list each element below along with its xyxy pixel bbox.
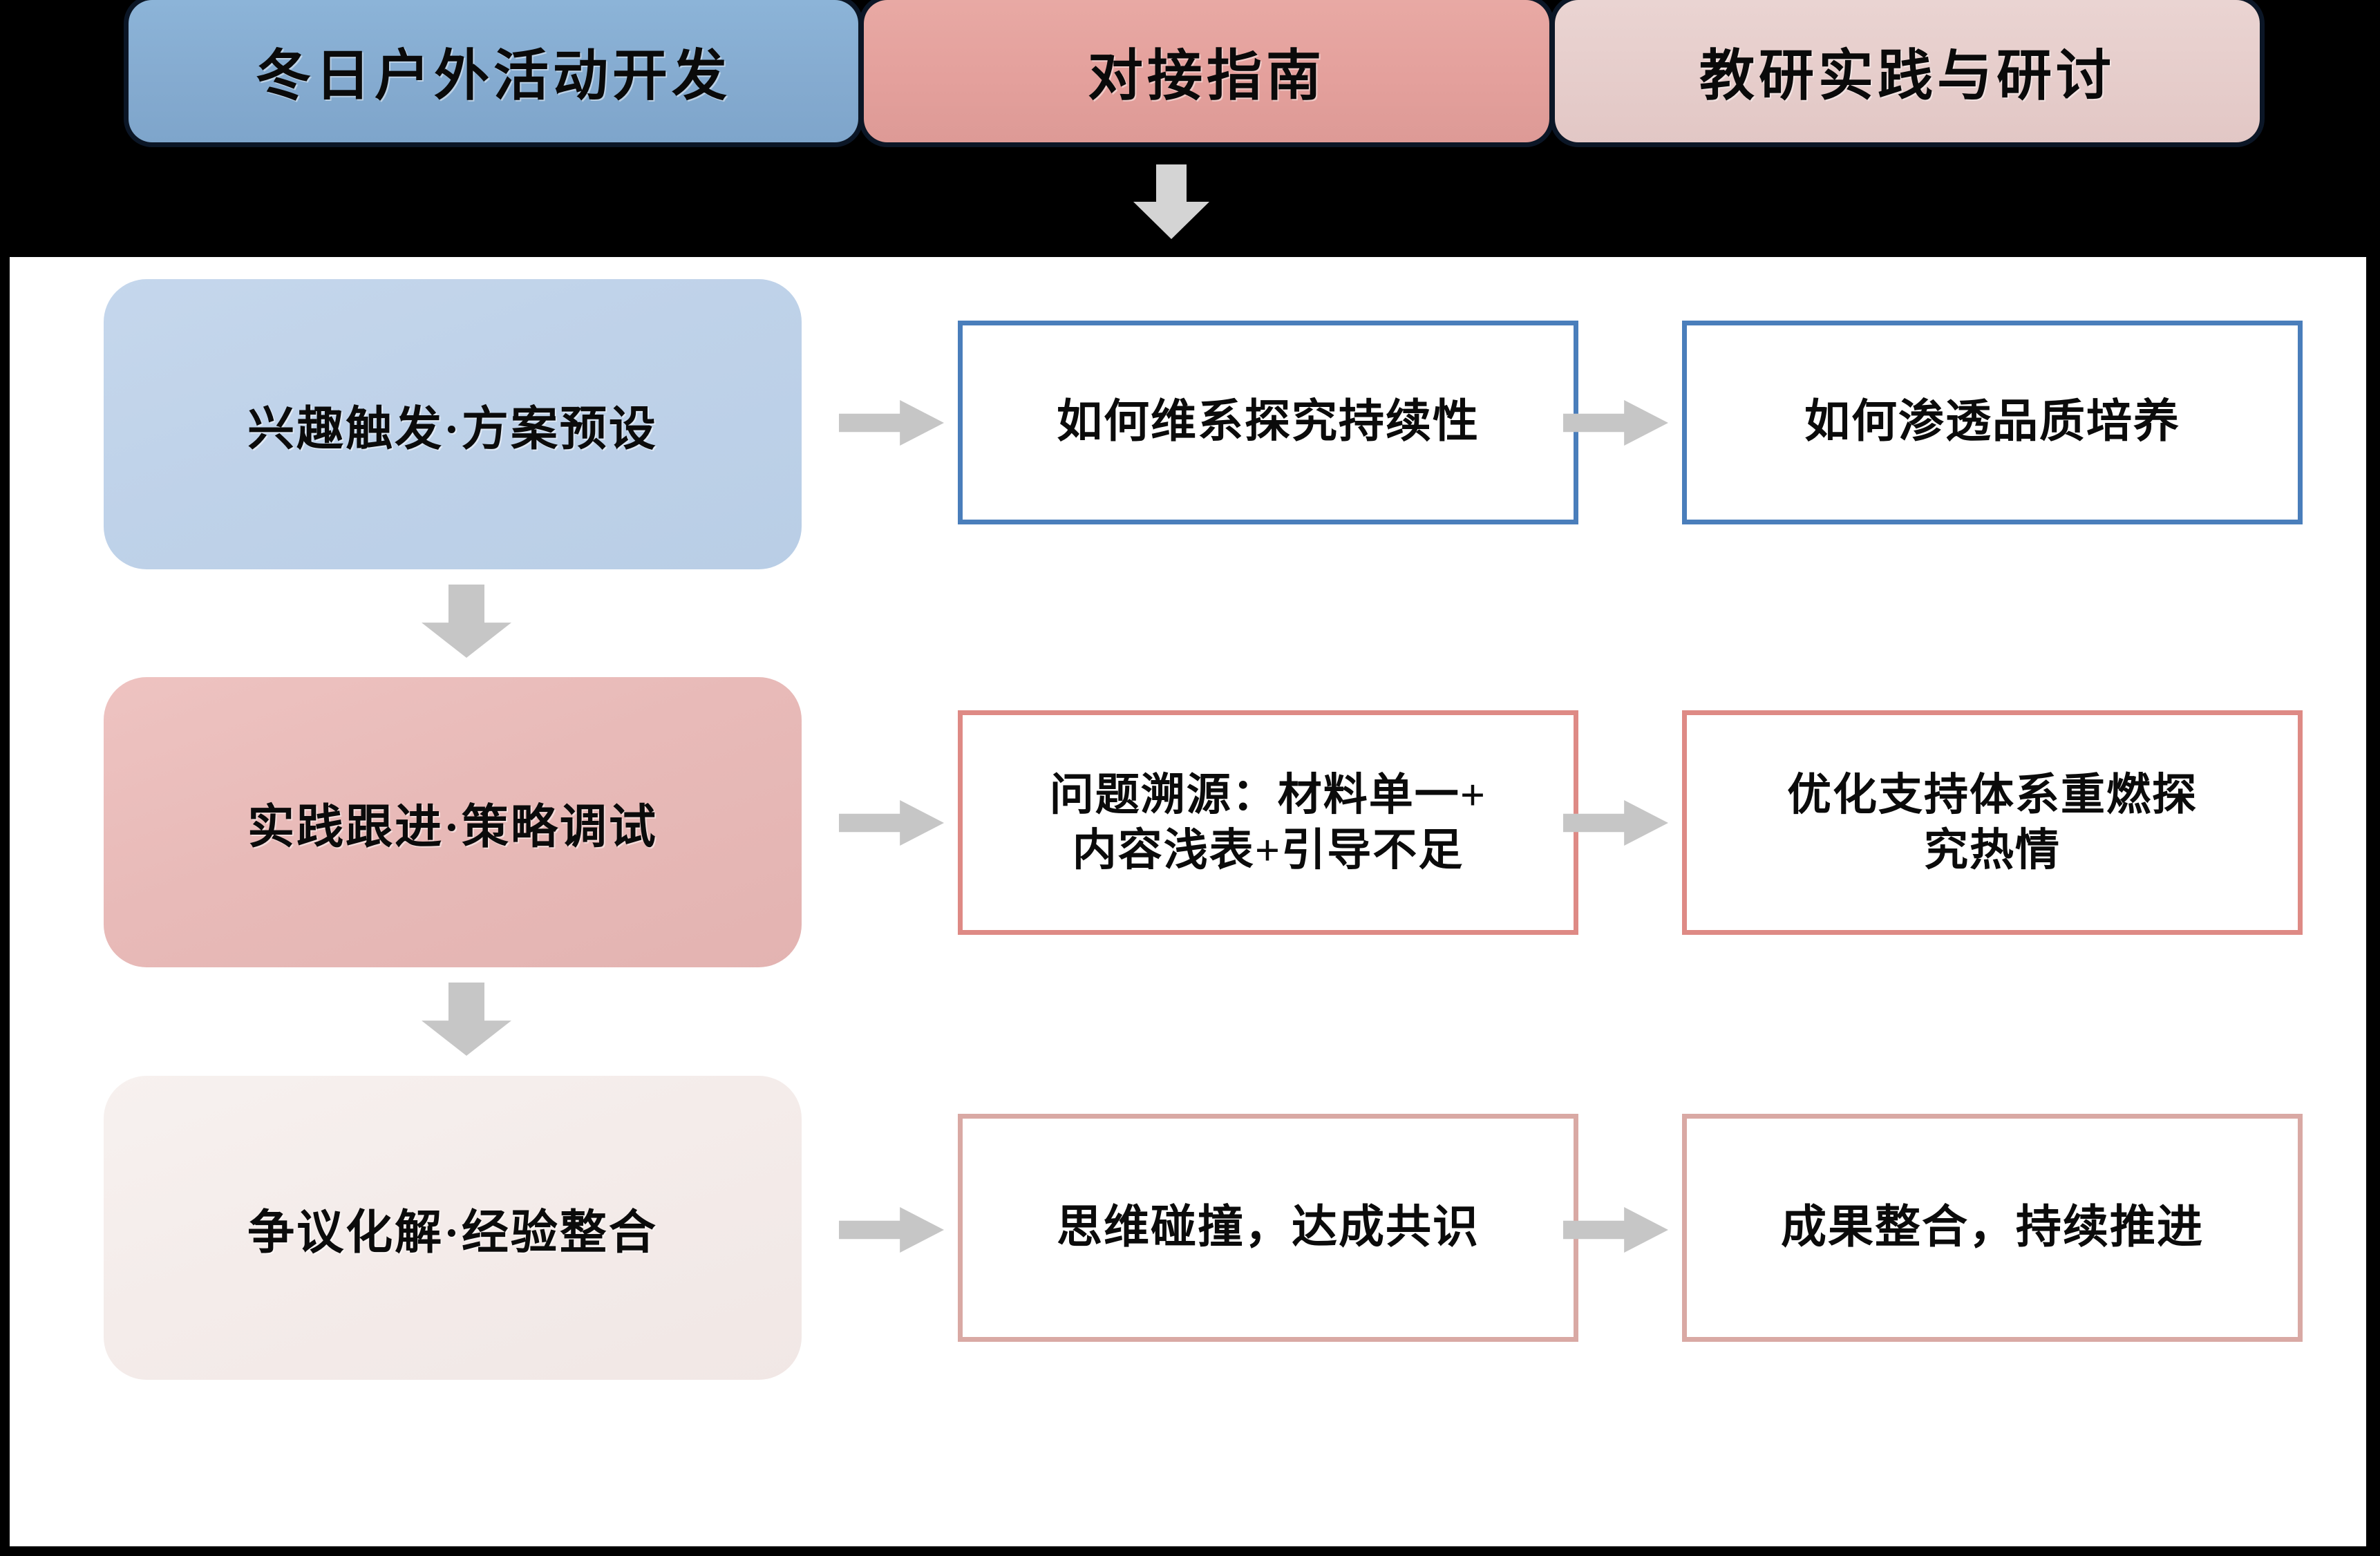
stage-2-to-3-arrow [422,983,511,1056]
row-1-arrow-a [839,400,944,446]
header-tab-3-label: 教研实践与研讨 [1699,46,2115,107]
stage-card-2[interactable]: 实践跟进·策略调试 [104,677,802,967]
row-2-end-line-1: 优化支持体系重燃探 [1787,770,2198,819]
row-2-middle-text: 问题溯源：材料单一+ 内容浅表+引导不足 [1050,768,1486,878]
row-3-end-box[interactable]: 成果整合，持续推进 [1682,1114,2303,1342]
header-tab-3[interactable]: 教研实践与研讨 [1555,0,2260,142]
flow-panel: 兴趣触发·方案预设 如何维系探究持续性 如何渗透品质培养 实践跟进·策略调试 问… [10,257,2366,1546]
row-2-middle-box[interactable]: 问题溯源：材料单一+ 内容浅表+引导不足 [958,710,1578,935]
row-2-arrow-a [839,800,944,846]
arrow-right-icon [1563,1207,1668,1253]
row-3-arrow-b [1563,1207,1668,1253]
flow-row-1: 兴趣触发·方案预设 如何维系探究持续性 如何渗透品质培养 [10,279,2366,569]
arrow-right-icon [1563,400,1668,446]
stage-card-3-label: 争议化解·经验整合 [247,1206,658,1259]
row-2-middle-line-2: 内容浅表+引导不足 [1072,825,1464,875]
stage-card-3[interactable]: 争议化解·经验整合 [104,1076,802,1380]
arrow-down-icon [1133,164,1209,239]
row-2-end-line-2: 究热情 [1924,825,2061,875]
header-tab-bar: 冬日户外活动开发 对接指南 教研实践与研讨 [0,0,2380,156]
arrow-down-icon [422,983,511,1056]
row-2-middle-line-1: 问题溯源：材料单一+ [1049,770,1487,819]
row-2-end-text: 优化支持体系重燃探 究热情 [1787,768,2198,878]
row-1-arrow-b [1563,400,1668,446]
arrow-right-icon [839,1207,944,1253]
header-tab-2[interactable]: 对接指南 [864,0,1549,142]
header-flow-arrow [1133,164,1209,239]
row-1-end-text: 如何渗透品质培养 [1804,397,2180,448]
row-3-end-text: 成果整合，持续推进 [1781,1202,2204,1253]
row-1-middle-text: 如何维系探究持续性 [1057,397,1480,448]
stage-card-1[interactable]: 兴趣触发·方案预设 [104,279,802,569]
row-1-middle-box[interactable]: 如何维系探究持续性 [958,321,1578,524]
header-tab-1-label: 冬日户外活动开发 [256,46,731,107]
arrow-down-icon [422,585,511,658]
header-tab-1[interactable]: 冬日户外活动开发 [129,0,858,142]
flow-row-3: 争议化解·经验整合 思维碰撞，达成共识 成果整合，持续推进 [10,1076,2366,1380]
stage-1-to-2-arrow [422,585,511,658]
row-3-arrow-a [839,1207,944,1253]
row-2-arrow-b [1563,800,1668,846]
row-3-middle-box[interactable]: 思维碰撞，达成共识 [958,1114,1578,1342]
row-3-middle-text: 思维碰撞，达成共识 [1057,1202,1480,1253]
stage-card-2-label: 实践跟进·策略调试 [247,800,658,853]
stage-card-1-label: 兴趣触发·方案预设 [247,402,658,455]
arrow-right-icon [839,800,944,846]
row-1-end-box[interactable]: 如何渗透品质培养 [1682,321,2303,524]
header-tab-2-label: 对接指南 [1088,46,1325,107]
flow-row-2: 实践跟进·策略调试 问题溯源：材料单一+ 内容浅表+引导不足 优化支持体系重燃探… [10,677,2366,967]
arrow-right-icon [1563,800,1668,846]
row-2-end-box[interactable]: 优化支持体系重燃探 究热情 [1682,710,2303,935]
arrow-right-icon [839,400,944,446]
